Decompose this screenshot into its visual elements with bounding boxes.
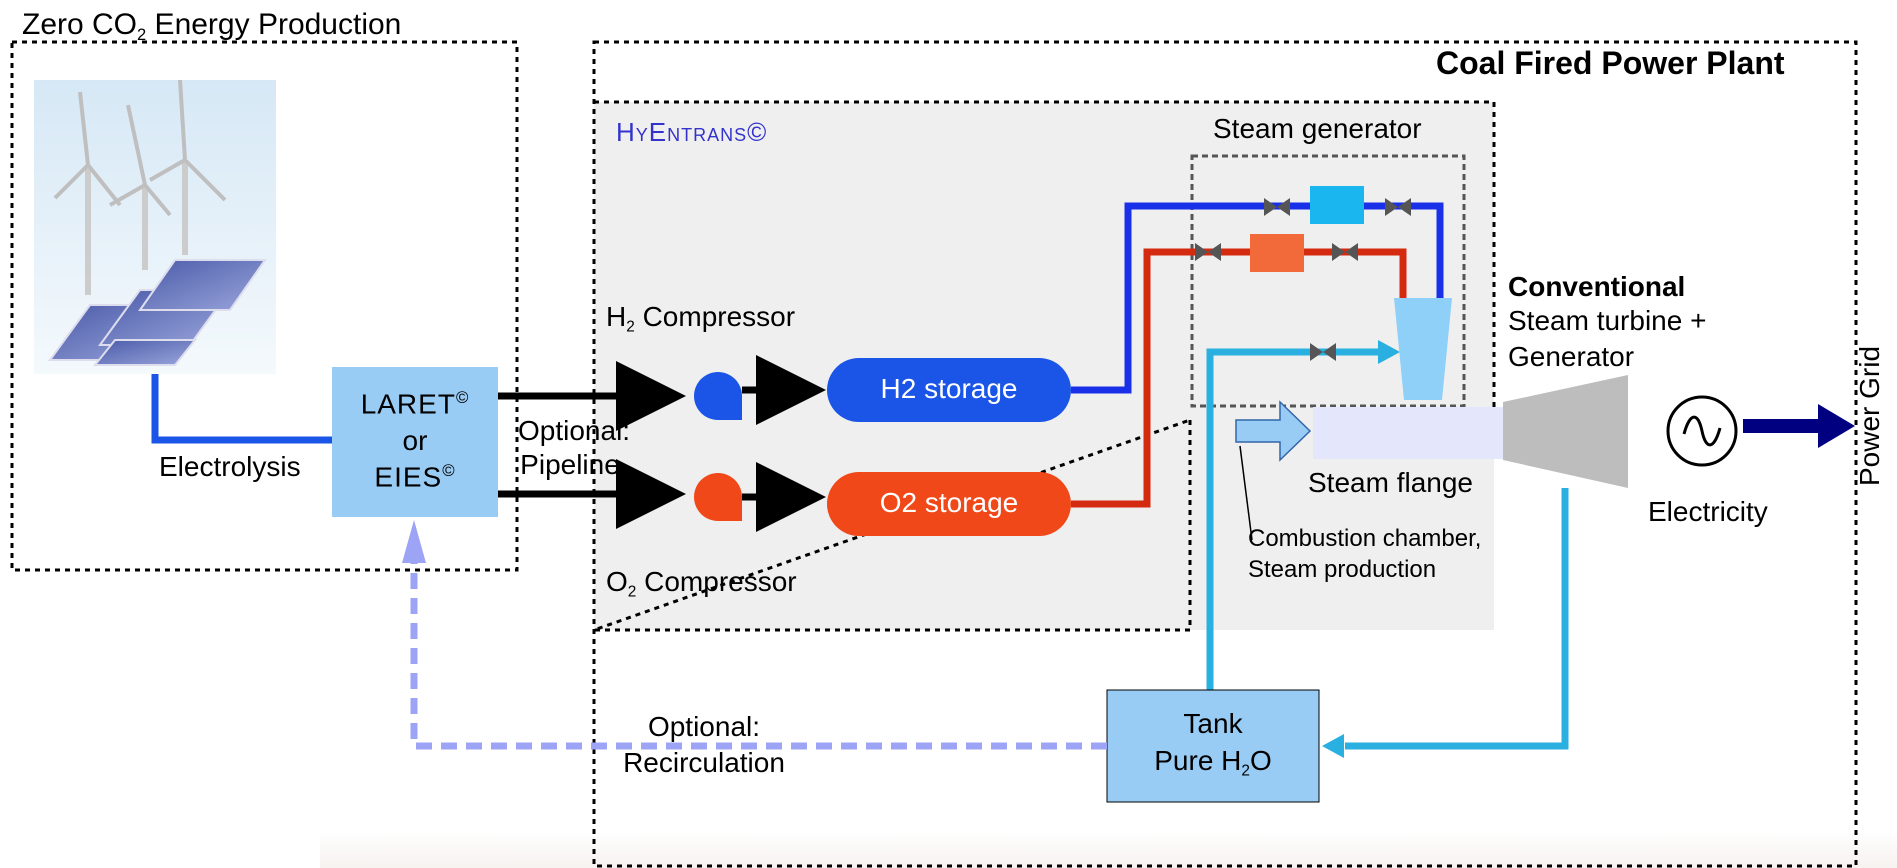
coal-plant-title: Coal Fired Power Plant [1436, 45, 1785, 81]
wind-solar-image [34, 79, 276, 374]
optional-pipeline-label-2: Pipeline [520, 449, 620, 480]
o2-compressor-label: O2 Compressor [606, 566, 797, 601]
h2-line [1071, 202, 1444, 394]
o2-compressor-symbol [694, 473, 742, 521]
coal-plant-border [592, 40, 1858, 868]
steam-flange-label: Steam flange [1308, 467, 1473, 498]
o2-valve-2 [1332, 243, 1358, 261]
combustion-label-2: Steam production [1248, 556, 1437, 583]
h2-valve-2 [1385, 198, 1411, 216]
electrolyzer-laret: LARET© [360, 388, 470, 420]
optional-recirc-label-2: Recirculation [623, 747, 785, 778]
recirculation-line [410, 560, 1107, 750]
water-valve [1310, 343, 1336, 361]
zero-co2-title: Zero CO2 Energy Production [22, 8, 402, 44]
recirculation-arrowhead [402, 520, 426, 563]
steam-turbine [1503, 375, 1628, 488]
ac-wave-icon [1682, 415, 1722, 447]
condensate-arrowhead [1322, 734, 1344, 758]
power-grid-arrowhead [1818, 404, 1855, 448]
steam-flange-arrow [1235, 400, 1312, 462]
optional-pipeline-label-1: Optional: [518, 415, 631, 446]
condensate-return-line [1345, 488, 1569, 750]
o2-line [1071, 248, 1407, 508]
combustion-nozzle [1394, 298, 1452, 400]
zero-co2-border [10, 40, 519, 572]
generator-label: Generator [1508, 341, 1635, 372]
o2-component-box [1250, 234, 1304, 272]
electrolysis-label: Electrolysis [159, 451, 301, 482]
o2-storage-label: O2 storage [879, 487, 1019, 518]
power-grid-label: Power Grid [1854, 345, 1885, 486]
steam-flange [1313, 407, 1503, 459]
steam-turbine-label: Steam turbine + [1508, 305, 1707, 336]
o2-storage-tank [827, 472, 1071, 536]
electrolyzer-box [332, 367, 498, 517]
combustion-pointer [1239, 445, 1253, 541]
electrolysis-line [151, 374, 332, 444]
h2-storage-label: H2 storage [880, 373, 1018, 404]
h2-valve-1 [1264, 198, 1290, 216]
h2-compressor-label: H2 Compressor [606, 301, 796, 336]
h2-storage-tank [827, 358, 1071, 422]
tank-label-1: Tank [1183, 708, 1243, 739]
water-feed-arrowhead [1378, 340, 1400, 364]
electrolyzer-or: or [402, 425, 428, 456]
conventional-label: Conventional [1508, 271, 1686, 302]
water-tank [1106, 689, 1320, 803]
background-fade [320, 830, 1897, 868]
optional-recirc-label-1: Optional: [647, 711, 761, 742]
o2-valve-1 [1195, 243, 1221, 261]
h2-component-box [1310, 186, 1364, 224]
electricity-label: Electricity [1648, 496, 1768, 527]
h2-compressor-symbol [694, 372, 742, 420]
combustion-label-1: Combustion chamber, [1248, 525, 1482, 552]
hyentrans-title: HyEntrans© [616, 117, 768, 147]
steam-generator-title: Steam generator [1213, 113, 1422, 144]
tank-label-2: Pure H2O [1154, 745, 1272, 780]
electrolyzer-eies: EIES© [374, 461, 456, 493]
steam-generator-border [1190, 154, 1466, 408]
